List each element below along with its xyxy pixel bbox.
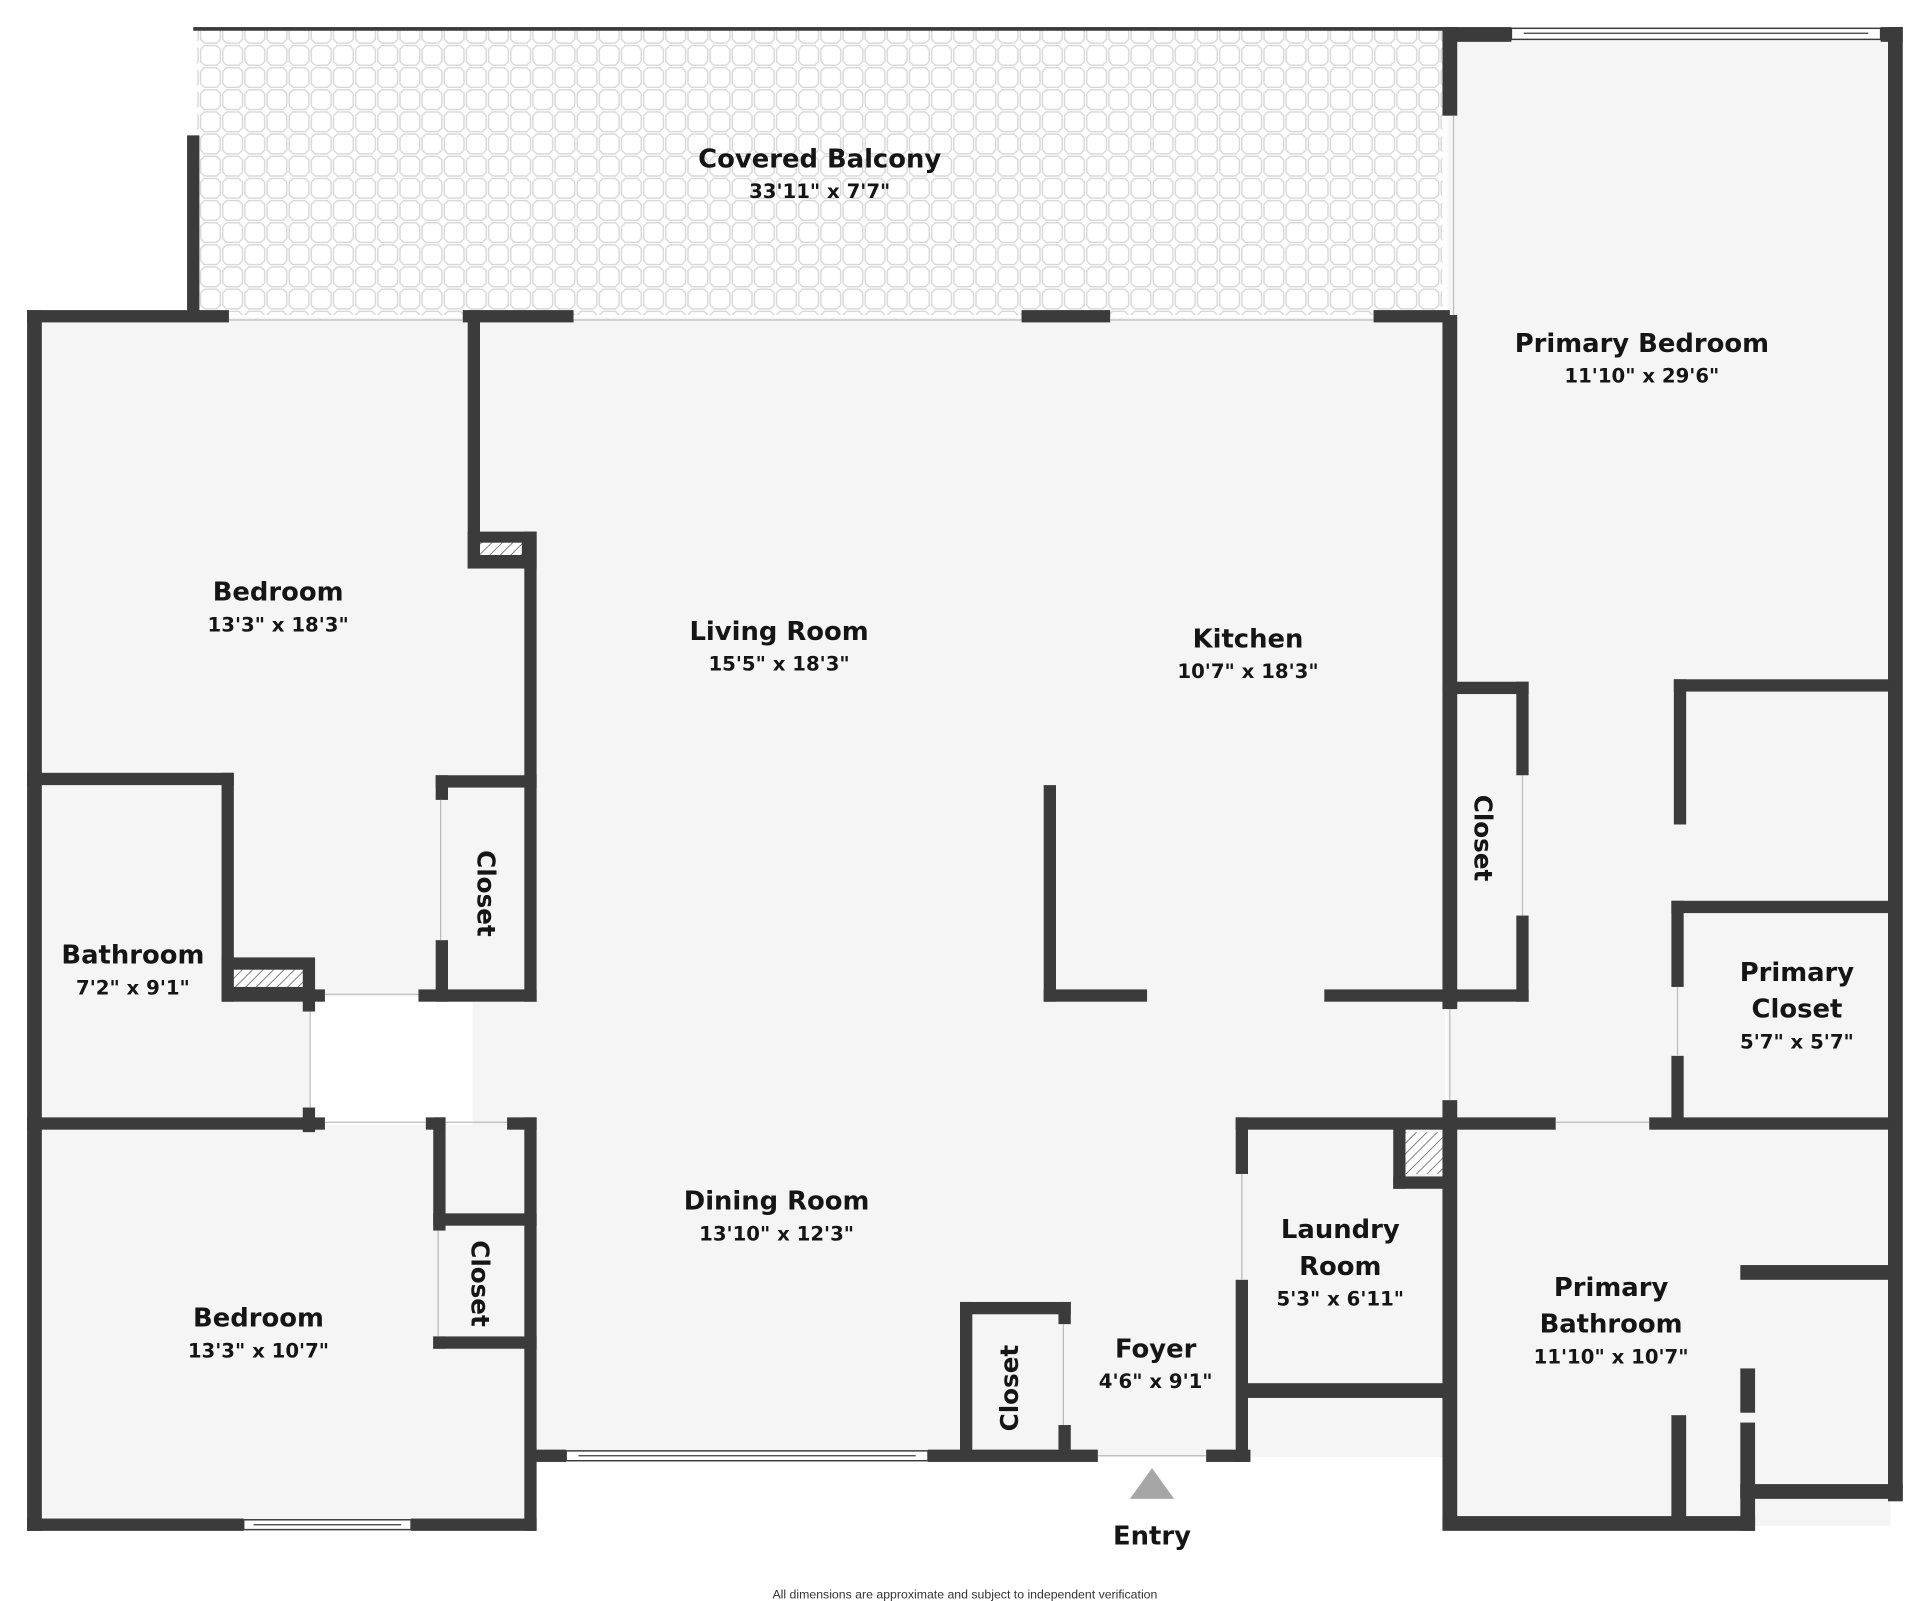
room-dims: 13'3" x 10'7" — [188, 1339, 329, 1362]
disclaimer: All dimensions are approximate and subje… — [772, 1588, 1157, 1601]
room-name: Bedroom — [213, 578, 344, 608]
room-dims: 5'3" x 6'11" — [1277, 1288, 1404, 1311]
room-dims: 5'7" x 5'7" — [1740, 1030, 1854, 1053]
windows — [242, 27, 1882, 1531]
room-bathroom: Bathroom 7'2" x 9'1" — [61, 941, 204, 1000]
room-name: Kitchen — [1193, 624, 1304, 654]
openings — [228, 115, 1679, 1457]
room-dims: 10'7" x 18'3" — [1177, 660, 1318, 683]
window-primary-bedroom — [1510, 27, 1882, 41]
room-name: Bedroom — [193, 1304, 324, 1334]
bedroom-1-floor — [36, 317, 532, 781]
room-covered-balcony: Covered Balcony 33'11" x 7'7" — [698, 144, 941, 203]
room-primary-closet: Primary Closet 5'7" x 5'7" — [1740, 958, 1855, 1054]
room-laundry-room: Laundry Room 5'3" x 6'11" — [1277, 1215, 1404, 1311]
room-dims: 13'10" x 12'3" — [699, 1222, 854, 1245]
floors — [36, 29, 1891, 1529]
primary-bath-floor — [1447, 1124, 1891, 1526]
room-kitchen: Kitchen 10'7" x 18'3" — [1177, 624, 1318, 683]
room-dims: 7'2" x 9'1" — [76, 976, 190, 999]
room-bedroom-1: Bedroom 13'3" x 18'3" — [208, 578, 349, 637]
room-bedroom-2: Bedroom 13'3" x 10'7" — [188, 1304, 329, 1363]
room-name: Living Room — [689, 617, 868, 647]
closet-label-bedroom-1: Closet — [472, 850, 501, 937]
room-dims: 11'10" x 10'7" — [1534, 1345, 1689, 1368]
room-name: Dining Room — [684, 1187, 870, 1217]
room-name: Bathroom — [61, 941, 204, 971]
room-dims: 4'6" x 9'1" — [1099, 1370, 1213, 1393]
room-name-line1: Laundry — [1281, 1215, 1400, 1245]
room-name: Foyer — [1115, 1334, 1197, 1364]
room-name: Primary Bedroom — [1515, 329, 1769, 359]
room-name-line1: Primary — [1740, 958, 1855, 988]
balcony-floor — [196, 29, 1443, 316]
room-dims: 15'5" x 18'3" — [708, 653, 849, 676]
hatch-chase-bath — [233, 969, 303, 987]
room-name-line2: Bathroom — [1540, 1310, 1683, 1340]
entry-arrow-icon — [1129, 1468, 1175, 1499]
room-name-line1: Primary — [1554, 1273, 1669, 1303]
room-primary-bedroom: Primary Bedroom 11'10" x 29'6" — [1515, 329, 1769, 388]
entry-label: Entry — [1113, 1521, 1191, 1551]
bedroom-2-floor — [36, 1124, 532, 1529]
room-dining-room: Dining Room 13'10" x 12'3" — [684, 1187, 870, 1246]
room-dims: 13'3" x 18'3" — [208, 613, 349, 636]
room-foyer: Foyer 4'6" x 9'1" — [1099, 1334, 1213, 1393]
room-living-room: Living Room 15'5" x 18'3" — [689, 617, 868, 676]
room-dims: 33'11" x 7'7" — [749, 180, 890, 203]
room-name-line2: Room — [1299, 1252, 1381, 1282]
hatch-chase — [480, 542, 522, 555]
closet-label-bedroom-2: Closet — [465, 1240, 494, 1327]
closet-label-kitchen: Closet — [1468, 795, 1497, 882]
room-primary-bathroom: Primary Bathroom 11'10" x 10'7" — [1534, 1273, 1689, 1369]
walls — [27, 27, 1903, 1531]
hatch-chase-laundry — [1405, 1132, 1443, 1174]
room-name: Covered Balcony — [698, 144, 941, 174]
closet-label-entry: Closet — [995, 1345, 1024, 1432]
room-dims: 11'10" x 29'6" — [1564, 365, 1719, 388]
room-name-line2: Closet — [1752, 995, 1843, 1025]
